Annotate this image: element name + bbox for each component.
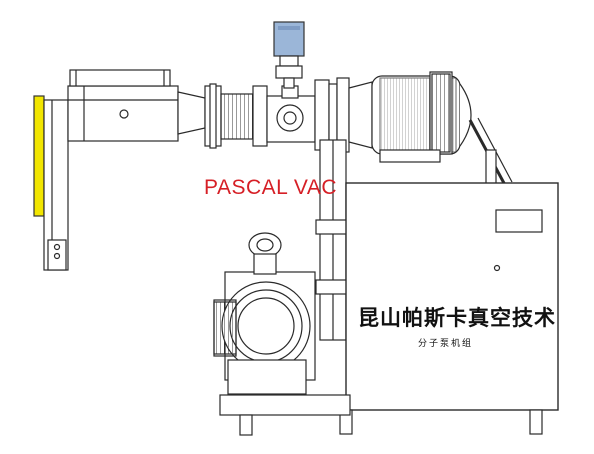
roots-pump [213,232,316,395]
cabinet-display-window [495,209,543,233]
base-frame [219,394,351,416]
motor-icon [348,71,472,163]
yellow-panel [33,95,45,217]
finned-section [220,93,254,140]
brand-label: PASCAL VAC [204,176,337,199]
pneumatic-valve-icon [273,21,305,89]
company-name: 昆山帕斯卡真空技术 [358,305,556,330]
company-subtitle: 分子泵机组 [418,339,474,349]
